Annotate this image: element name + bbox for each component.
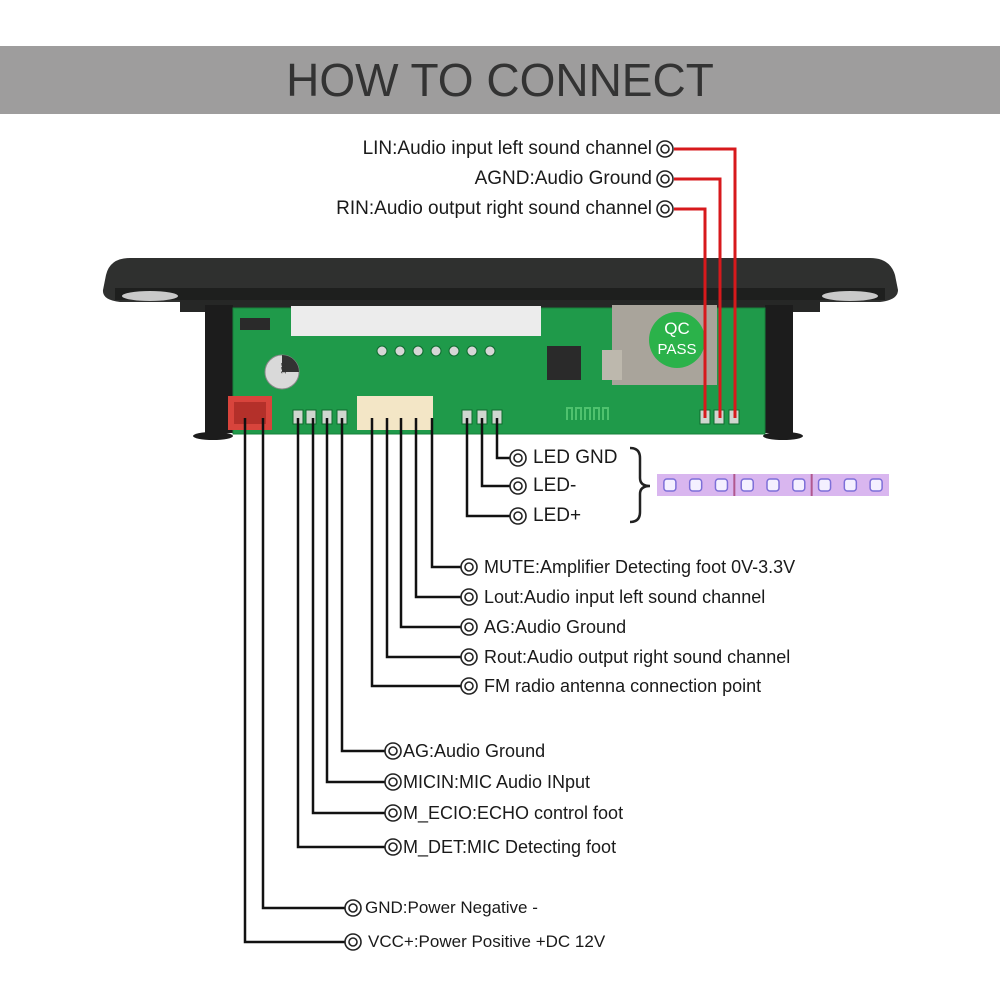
terminal-icon bbox=[460, 648, 478, 666]
terminal-icon bbox=[460, 618, 478, 636]
wire-lout bbox=[414, 418, 461, 599]
terminal-icon bbox=[656, 170, 674, 188]
label-led-plus: LED+ bbox=[533, 505, 582, 526]
wire-m-det bbox=[296, 418, 385, 849]
strip-cut-mark bbox=[733, 474, 736, 496]
wire-gnd bbox=[261, 418, 345, 910]
wire-fm bbox=[370, 418, 461, 688]
led-chip bbox=[766, 478, 780, 492]
led-chip bbox=[714, 478, 729, 492]
wire-agnd bbox=[674, 177, 722, 418]
label-gnd: GND:Power Negative - bbox=[365, 898, 538, 917]
wire-led-gnd bbox=[495, 418, 510, 460]
led-chip bbox=[817, 478, 832, 492]
wire-mute bbox=[430, 418, 461, 569]
label-lin: LIN:Audio input left sound channel bbox=[362, 138, 652, 159]
terminal-icon bbox=[460, 677, 478, 695]
label-mute: MUTE:Amplifier Detecting foot 0V-3.3V bbox=[484, 557, 796, 577]
label-rout: Rout:Audio output right sound channel bbox=[484, 647, 791, 667]
label-agnd: AGND:Audio Ground bbox=[474, 168, 652, 189]
terminal-icon bbox=[384, 804, 402, 822]
label-m-ecio: M_ECIO:ECHO control foot bbox=[403, 803, 624, 823]
wire-led-plus bbox=[465, 418, 510, 518]
strip-cut-mark bbox=[810, 474, 813, 496]
led-strip bbox=[657, 474, 889, 496]
led-chip bbox=[869, 478, 883, 492]
curly-brace bbox=[629, 446, 651, 524]
terminal-icon bbox=[460, 558, 478, 576]
wire-ag2 bbox=[340, 418, 385, 753]
led-chip bbox=[792, 478, 806, 492]
terminal-icon bbox=[344, 933, 362, 951]
terminal-icon bbox=[344, 899, 362, 917]
wire-micin bbox=[325, 418, 385, 784]
black-wires bbox=[243, 418, 510, 944]
label-ag-audio: AG:Audio Ground bbox=[484, 617, 627, 637]
terminal-icon bbox=[509, 477, 527, 495]
terminal-icon bbox=[509, 449, 527, 467]
red-wires bbox=[674, 147, 737, 418]
terminal-icon bbox=[384, 838, 402, 856]
led-chip bbox=[688, 478, 703, 492]
svg-text:100: 100 bbox=[281, 362, 288, 374]
terminal-icon bbox=[656, 200, 674, 218]
label-micin: MICIN:MIC Audio INput bbox=[403, 772, 591, 792]
terminal-icon bbox=[384, 742, 402, 760]
terminal-symbols bbox=[344, 140, 674, 951]
led-chip bbox=[663, 478, 677, 492]
wire-ag1 bbox=[399, 418, 461, 629]
wire-m-ecio bbox=[311, 418, 385, 815]
label-ag-mic: AG:Audio Ground bbox=[403, 741, 546, 761]
wire-vcc bbox=[243, 418, 345, 944]
terminal-icon bbox=[509, 507, 527, 525]
wire-led-minus bbox=[480, 418, 510, 488]
label-rin: RIN:Audio output right sound channel bbox=[336, 198, 652, 219]
pass-text: PASS bbox=[658, 341, 697, 358]
led-chip bbox=[843, 478, 858, 492]
wire-lin bbox=[674, 147, 737, 418]
solder-pads bbox=[376, 345, 496, 357]
label-lout: Lout:Audio input left sound channel bbox=[484, 587, 766, 607]
display-connector bbox=[291, 306, 541, 336]
antenna-trace bbox=[566, 407, 609, 420]
pcb-board: 100 QC PASS bbox=[228, 305, 766, 435]
capacitor: 100 bbox=[264, 354, 300, 390]
label-fm: FM radio antenna connection point bbox=[484, 676, 762, 696]
led-chip bbox=[740, 478, 754, 492]
label-vcc: VCC+:Power Positive +DC 12V bbox=[368, 932, 606, 951]
terminal-icon bbox=[656, 140, 674, 158]
label-m-det: M_DET:MIC Detecting foot bbox=[403, 837, 617, 857]
terminal-icon bbox=[384, 773, 402, 791]
page-title: HOW TO CONNECT bbox=[286, 54, 714, 106]
header-banner: HOW TO CONNECT bbox=[0, 46, 1000, 114]
qc-text: QC bbox=[664, 319, 690, 338]
qc-pass-sticker: QC PASS bbox=[649, 312, 705, 368]
wire-rout bbox=[385, 418, 461, 659]
ic-chip bbox=[547, 346, 581, 380]
audio-connector bbox=[357, 396, 433, 430]
terminal-icon bbox=[460, 588, 478, 606]
label-led-gnd: LED GND bbox=[533, 447, 618, 468]
label-led-minus: LED- bbox=[533, 475, 577, 496]
wire-rin bbox=[674, 207, 707, 418]
